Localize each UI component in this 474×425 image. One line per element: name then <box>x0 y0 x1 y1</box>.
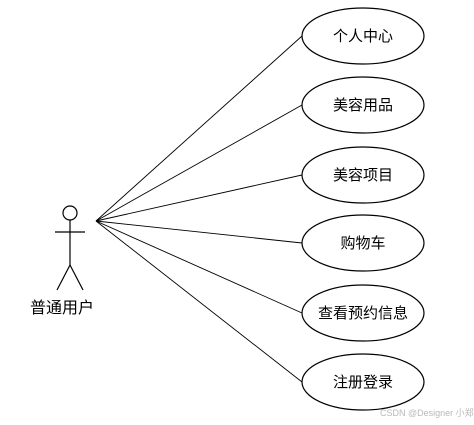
use-case-label: 美容用品 <box>333 96 393 114</box>
use-case-2: 美容用品 <box>301 76 425 134</box>
use-case-label: 注册登录 <box>333 373 393 391</box>
association-line-6 <box>95 220 303 383</box>
use-case-5: 查看预约信息 <box>301 284 425 342</box>
use-case-ellipse <box>301 214 425 272</box>
use-case-label: 购物车 <box>340 234 385 252</box>
use-case-1: 个人中心 <box>301 7 425 65</box>
use-case-label: 美容项目 <box>333 166 393 184</box>
use-case-ellipse <box>301 7 425 65</box>
use-case-ellipse <box>301 353 425 411</box>
watermark: CSDN @Designer 小郑 <box>380 408 474 418</box>
use-case-6: 注册登录 <box>301 353 425 411</box>
actor-head <box>62 205 78 221</box>
use-case-ellipse <box>301 146 425 204</box>
use-case-ellipse <box>301 284 425 342</box>
actor-figure <box>55 205 85 291</box>
use-case-ellipse <box>301 76 425 134</box>
actor-label: 普通用户 <box>30 298 95 317</box>
use-case-4: 购物车 <box>301 214 425 272</box>
association-line-5 <box>95 220 303 314</box>
association-line-3 <box>95 174 303 222</box>
association-lines <box>95 35 303 383</box>
association-line-4 <box>95 220 303 244</box>
actor-left-leg <box>56 264 71 291</box>
use-case-3: 美容项目 <box>301 146 425 204</box>
association-line-1 <box>95 35 303 222</box>
use-case-label: 查看预约信息 <box>318 304 408 322</box>
actor-right-leg <box>69 264 84 291</box>
association-line-2 <box>95 104 303 222</box>
use-case-label: 个人中心 <box>333 27 393 45</box>
